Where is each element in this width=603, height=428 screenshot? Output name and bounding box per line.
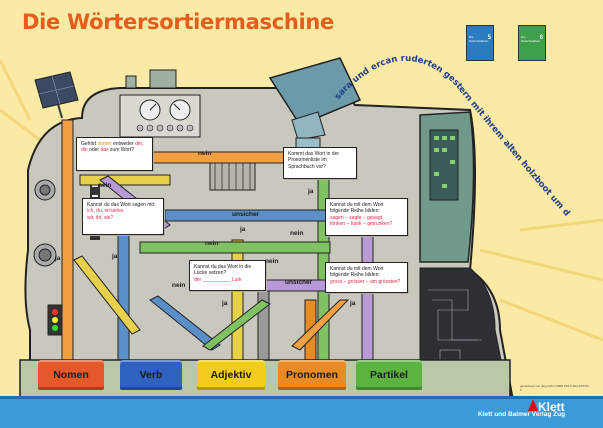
q1-das: das (100, 147, 109, 154)
q1-der: der (134, 141, 142, 147)
label-nein-2: nein (98, 182, 112, 189)
q6-text: Kannst du mit dem Wort folgende Reihe bi… (330, 266, 384, 279)
q5-text: Kannst du das Wort in die Lücke setzen? (194, 264, 252, 277)
label-nein-6: nein (205, 240, 219, 247)
klett-logo-icon (528, 399, 538, 411)
output-label: Partikel (370, 369, 408, 381)
sentence-text: sara und ercan ruderten gestern mit ihre… (0, 0, 572, 218)
book-cover-6: Die Sprachstarken 6 (518, 25, 546, 61)
q3-line3: wir, ihr, sie? (87, 214, 114, 221)
output-box-adjektiv: Adjektiv (197, 360, 265, 390)
output-box-partikel: Partikel (356, 360, 422, 390)
output-label: Verb (139, 369, 163, 381)
question-card-articles: Gehört immer entweder der, die oder das … (76, 137, 153, 171)
klett-logo-text: Klett (538, 400, 565, 414)
label-nein-1: nein (198, 150, 212, 157)
book-title: Die Sprachstarken (521, 35, 541, 43)
label-unsicher-2: unsicher (285, 279, 313, 286)
page-title: Die Wörtersortiermaschine (22, 10, 334, 34)
label-ja-3: ja (308, 188, 314, 195)
q1-or: oder (87, 147, 101, 154)
funnel (268, 57, 362, 151)
q3-text: Kannst du das Wort sagen mit: (87, 202, 156, 208)
output-label: Nomen (53, 369, 89, 381)
q1-prefix: Gehört (81, 141, 98, 147)
book-title: Die Sprachstarken (469, 35, 489, 43)
q6-example: gross – grösser – am grössten? (330, 278, 401, 285)
credit-text: gezeichnet von Jürg Kühni ISBN 978-3-264… (520, 384, 590, 392)
output-box-nomen: Nomen (38, 360, 104, 390)
q3-line2: ich, du, er/sie/es (87, 208, 124, 215)
circuit-panel (419, 267, 506, 381)
label-unsicher-1: unsicher (232, 211, 260, 218)
label-ja-1: ja (55, 255, 61, 262)
question-card-comparison: Kannst du mit dem Wort folgende Reihe bi… (325, 262, 408, 293)
q1-die: die (81, 147, 88, 154)
publisher-name: Klett und Balmer Verlag Zug (478, 411, 566, 418)
q1-highlight: immer (97, 141, 112, 147)
q4-example2: trinken – trank – getrunken? (330, 221, 393, 228)
label-ja-4: ja (240, 226, 246, 233)
q5-blank: der __________ Lurk (194, 276, 242, 283)
book-number: 6 (539, 35, 543, 41)
label-nein-3: nein (290, 230, 304, 237)
question-card-pronoun-list: Kommt das Wort in der Pronomenliste im S… (283, 147, 357, 179)
svg-text:sara und ercan ruderten gester: sara und ercan ruderten gestern mit ihre… (0, 0, 572, 218)
background-rays (0, 59, 603, 342)
label-nein-4: nein (265, 258, 279, 265)
question-card-personal-pronouns: Kannst du das Wort sagen mit: ich, du, e… (82, 198, 164, 235)
q1-sep: , (141, 141, 144, 147)
q2-text: Kommt das Wort in der Pronomenliste im S… (288, 151, 340, 170)
q4-text: Kannst du mit dem Wort folgende Reihe bi… (330, 202, 384, 215)
label-ja-5: ja (222, 300, 228, 307)
q4-example: sagen – sagte – gesagt (330, 214, 382, 221)
output-label: Pronomen (286, 369, 338, 381)
book-number: 5 (487, 35, 491, 41)
question-card-gap: Kannst du das Wort in die Lücke setzen? … (189, 260, 266, 291)
label-nein-5: nein (172, 282, 186, 289)
label-ja-2: ja (112, 253, 118, 260)
question-card-verb-forms: Kannst du mit dem Wort folgende Reihe bi… (325, 198, 408, 236)
output-box-verb: Verb (120, 360, 182, 390)
output-label: Adjektiv (210, 369, 252, 381)
label-ja-6: ja (350, 300, 356, 307)
q1-suffix: zum Wort? (108, 147, 135, 154)
book-cover-5: Die Sprachstarken 5 (466, 25, 494, 61)
q1-mid: entweder (111, 141, 135, 147)
output-box-pronomen: Pronomen (278, 360, 346, 390)
solar-panel-icon (34, 71, 79, 119)
